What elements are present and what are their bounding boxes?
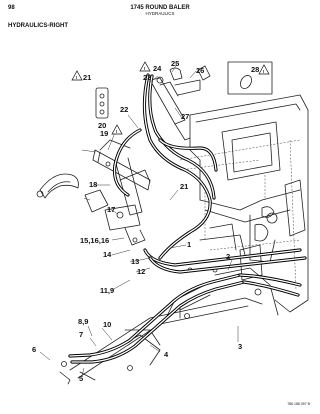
callout-18: 18: [89, 180, 97, 189]
callout-27: 27: [181, 112, 189, 121]
callout-22: 22: [120, 105, 128, 114]
callout-28: 28: [251, 65, 259, 74]
section-title: HYDRAULICS-RIGHT: [8, 23, 68, 29]
bracket-21: [95, 87, 109, 119]
callout-5: 5: [79, 374, 83, 383]
warning-triangle-icon: !: [139, 61, 151, 72]
callout-11-9: 11,9: [100, 286, 114, 295]
document-title: 1745 ROUND BALER: [130, 5, 190, 11]
lower-frame: [59, 284, 263, 385]
control-valve-assembly: [81, 139, 151, 246]
svg-text:!: !: [76, 75, 78, 80]
svg-text:!: !: [116, 129, 118, 134]
callout-8-9: 8,9: [78, 317, 88, 326]
callout-7: 7: [79, 330, 83, 339]
document-subtitle: HYDRAULICS: [145, 11, 175, 16]
left-arm: [36, 173, 79, 199]
warning-triangle-icon: !: [111, 124, 123, 135]
page-number: 98: [8, 5, 15, 11]
callout-13: 13: [131, 257, 139, 266]
callout-15-16: 15,16,16: [80, 236, 109, 245]
callout-23: 23: [143, 73, 151, 82]
callout-21-mid: 21: [180, 182, 188, 191]
lift-cylinder: [149, 65, 211, 141]
callout-19: 19: [100, 129, 108, 138]
callout-20: 20: [98, 121, 106, 130]
baler-frame: [179, 94, 309, 316]
callout-12: 12: [137, 267, 145, 276]
callout-4: 4: [164, 350, 169, 359]
figure-reference: 786 188 097 B: [287, 402, 310, 406]
callout-14: 14: [103, 250, 112, 259]
callout-3: 3: [238, 342, 242, 351]
o-ring-inset: [227, 61, 273, 95]
callout-2: 2: [226, 252, 230, 261]
callout-10: 10: [103, 320, 111, 329]
warning-triangle-icon: !: [258, 64, 270, 75]
hydraulic-hoses: [68, 73, 307, 364]
svg-text:!: !: [263, 69, 265, 74]
callout-25: 25: [171, 59, 179, 68]
leader-lines: [39, 63, 239, 377]
callout-24: 24: [153, 64, 162, 73]
callout-6: 6: [32, 345, 36, 354]
callout-26: 26: [196, 66, 204, 75]
callout-21-top: 21: [83, 73, 91, 82]
warning-triangle-icon: !: [71, 70, 83, 81]
callout-17: 17: [107, 205, 115, 214]
callout-1: 1: [187, 240, 191, 249]
svg-text:!: !: [144, 66, 146, 71]
